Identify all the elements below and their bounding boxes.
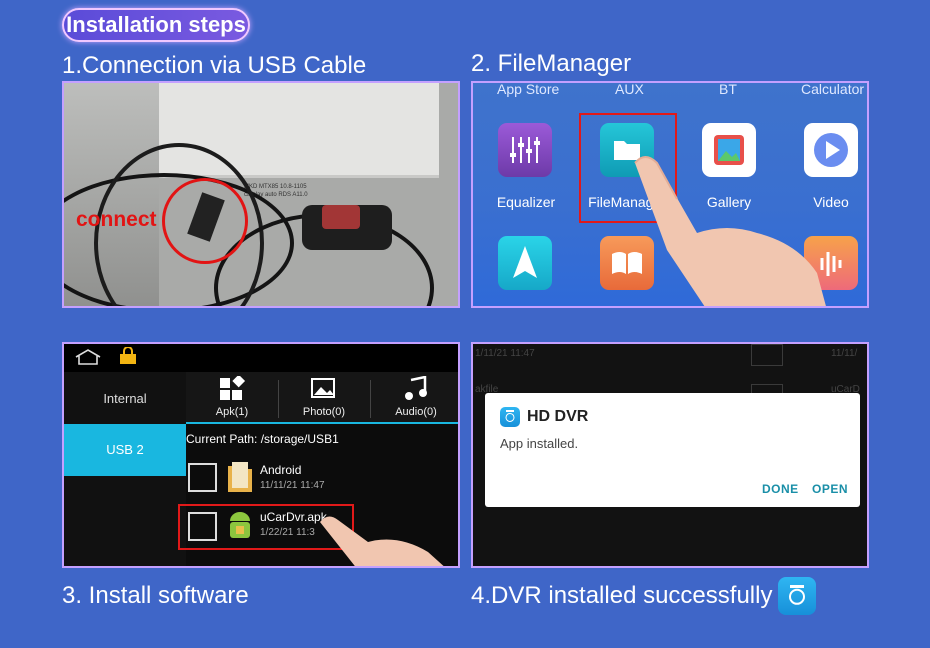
done-button[interactable]: DONE [762,482,799,496]
apk-icon[interactable] [218,376,246,402]
equalizer-icon[interactable] [498,123,552,177]
pointing-finger [320,516,444,566]
step4-heading: 4.DVR installed successfully [471,582,773,609]
app-label-gallery: Gallery [706,194,752,210]
app-label-bt: BT [719,81,737,97]
nav-internal[interactable]: Internal [103,391,147,406]
step2-heading: 2. FileManager [471,50,632,77]
unit-sticker: MKD MTX85 10.8-1105 carplay auto RDS A11… [244,184,308,198]
file-date: 1/22/21 11:3 [260,527,315,538]
app-launcher-screen: App Store AUX BT Calculator Equalizer Fi… [471,81,869,308]
book-icon[interactable] [600,236,654,290]
usb-connection-photo: MKD MTX85 10.8-1105 carplay auto RDS A11… [62,81,460,308]
tool-photo[interactable]: Photo(0) [302,406,346,418]
connect-highlight-circle [162,178,248,264]
photo-icon[interactable] [310,376,338,402]
dvr-icon [500,407,520,427]
background-date: 11/11/ [831,348,858,359]
open-button[interactable]: OPEN [812,482,849,496]
step3-heading: 3. Install software [62,582,249,609]
status-bar [64,344,458,372]
background-file: uCarD [831,384,860,395]
app-label-aux: AUX [615,81,644,97]
nav-usb2[interactable]: USB 2 [64,424,186,476]
file-name[interactable]: Android [260,463,302,477]
apk-highlight-box [178,504,354,550]
file-checkbox[interactable] [188,512,217,541]
install-dialog: HD DVR App installed. DONE OPEN [485,393,860,507]
title-badge: Installation steps [62,8,250,42]
file-type-toolbar: Apk(1) Photo(0) Audio(0) [186,372,458,424]
app-label-appstore: App Store [497,81,560,97]
dvr-app-icon [778,577,816,615]
dialog-message: App installed. [500,436,579,451]
tool-apk[interactable]: Apk(1) [215,406,249,418]
home-icon[interactable] [74,348,102,366]
video-icon[interactable] [804,123,858,177]
folder-icon [228,462,252,492]
navigation-icon[interactable] [498,236,552,290]
filemanager-highlight-box [579,113,677,223]
file-checkbox[interactable] [188,463,217,492]
audio-icon[interactable] [402,376,430,402]
tool-audio[interactable]: Audio(0) [395,406,437,418]
app-label-video: Video [813,194,849,210]
lock-icon [120,347,136,364]
app-label-calculator: Calculator [801,81,865,97]
android-icon [230,512,250,538]
file-manager-screen: Internal USB 2 Apk(1) Photo(0) Audio(0) … [62,342,460,568]
background-date: 1/11/21 11:47 [475,348,535,359]
app-label-equalizer: Equalizer [496,194,556,210]
file-date: 11/11/21 11:47 [260,480,325,491]
dialog-title: HD DVR [527,408,589,425]
current-path: Current Path: /storage/USB1 [186,432,339,446]
install-complete-screen: 1/11/21 11:47 11/11/ akfile uCarD HD DVR… [471,342,869,568]
background-file: akfile [475,384,499,395]
app-label-filemanager: FileManager [588,194,666,210]
pointing-finger [634,156,826,306]
file-name[interactable]: uCarDvr.apk [260,510,327,524]
gallery-icon[interactable] [702,123,756,177]
step1-heading: 1.Connection via USB Cable [62,52,367,79]
connect-label: connect [76,208,157,231]
